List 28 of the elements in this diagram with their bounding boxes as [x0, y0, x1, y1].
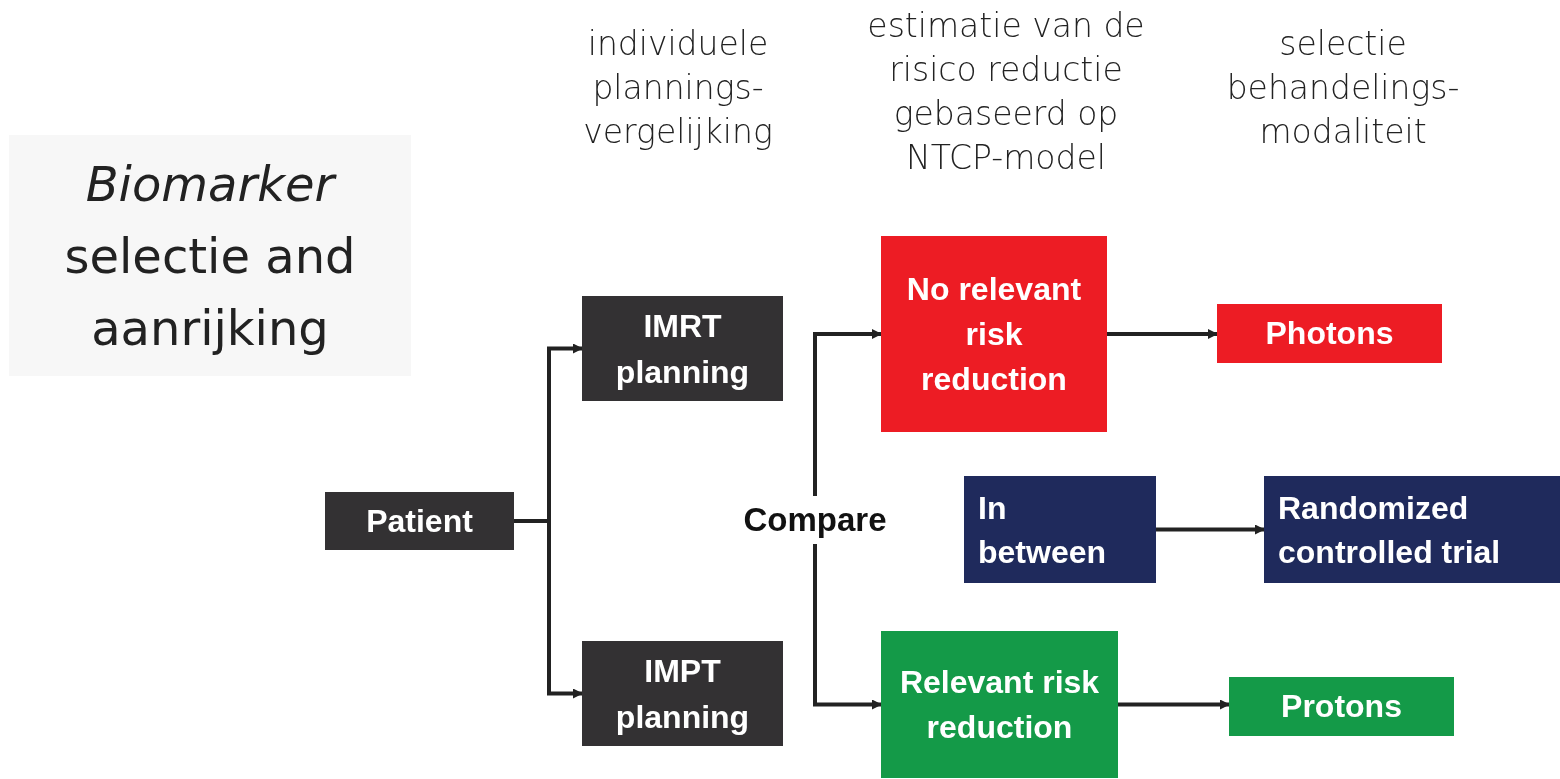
process-box	[582, 296, 783, 401]
node-text: Randomized controlled trial	[1278, 488, 1502, 572]
column-heading: selectie behandelings- modaliteit	[1225, 23, 1461, 153]
node-text: Relevant risk reduction	[898, 662, 1101, 747]
arrow	[1107, 329, 1218, 339]
outcome-box	[964, 476, 1156, 583]
outcome-box	[1217, 304, 1442, 363]
process-box	[582, 641, 783, 746]
node-text: No relevant risk reduction	[905, 269, 1083, 399]
node-text: IMPT planning	[614, 651, 751, 737]
arrow	[1156, 524, 1265, 535]
node-text: Compare	[742, 500, 888, 540]
node-text: IMRT planning	[614, 306, 751, 392]
process-box	[325, 492, 514, 550]
outcome-box	[1229, 677, 1454, 736]
node-text: Photons	[1264, 314, 1395, 353]
outcome-box	[881, 631, 1118, 778]
arrow	[1118, 699, 1230, 710]
node-text: Protons	[1280, 687, 1403, 726]
column-heading: estimatie van de risico reductie gebaseerd op NTCP-model	[866, 5, 1146, 179]
outcome-box	[881, 236, 1107, 432]
node-text: In between	[978, 488, 1108, 572]
node-text: Biomarker selectie and aanrijking	[63, 154, 357, 358]
arrow	[813, 329, 882, 496]
arrow	[813, 544, 882, 710]
node-text: Patient	[365, 502, 474, 541]
outcome-box	[1264, 476, 1560, 583]
column-heading: individuele plannings- vergelijking	[582, 23, 774, 153]
